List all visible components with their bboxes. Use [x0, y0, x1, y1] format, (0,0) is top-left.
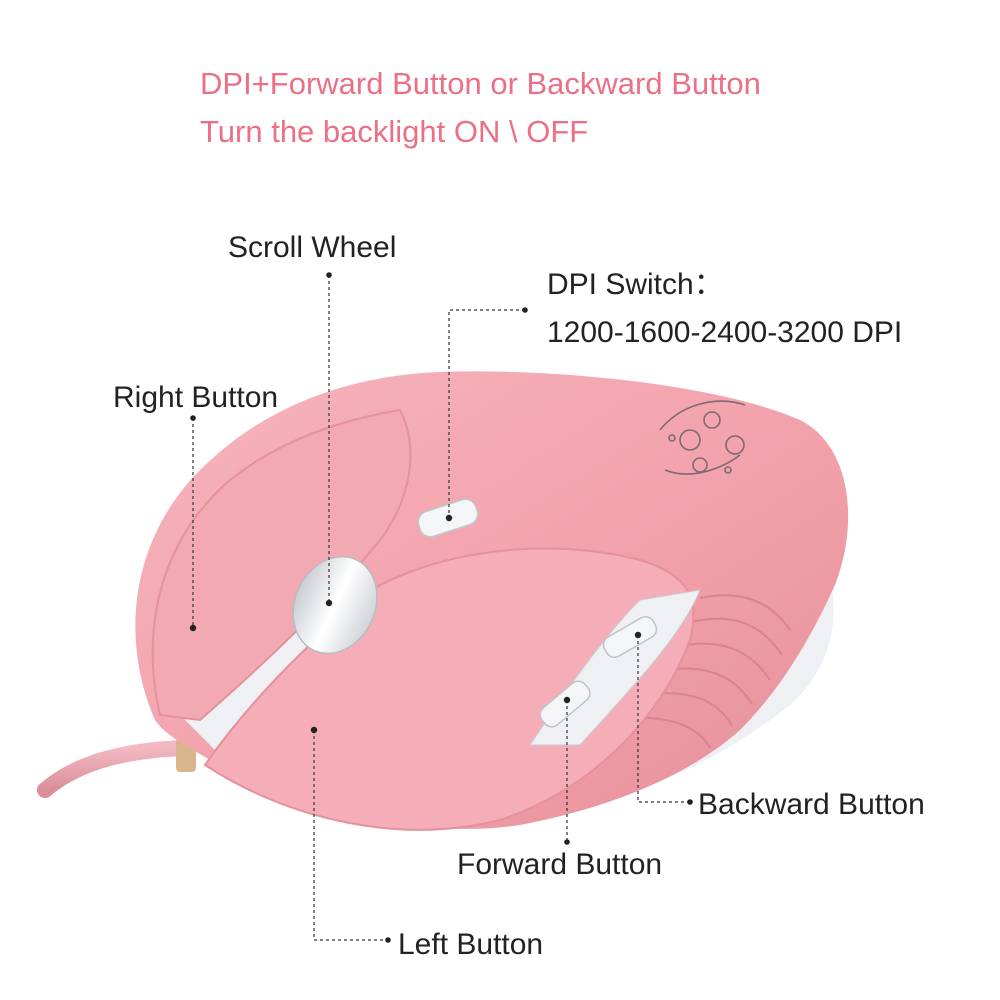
- label-backward-button: Backward Button: [698, 788, 925, 821]
- backward-side-button: [602, 616, 658, 658]
- dot-scroll-top: [326, 272, 332, 278]
- dot-backward-end: [687, 799, 693, 805]
- dot-right-top: [190, 415, 196, 421]
- leader-dpi-switch: [448, 309, 525, 515]
- dot-backward-top: [634, 631, 642, 639]
- dot-left-end: [385, 937, 391, 943]
- forward-side-button: [539, 680, 591, 728]
- dot-dpi-top: [522, 307, 528, 313]
- dot-forward-top: [563, 696, 571, 704]
- dot-left-top: [310, 726, 318, 734]
- label-right-button: Right Button: [113, 381, 279, 414]
- header-line-2: Turn the backlight ON \ OFF: [200, 114, 589, 149]
- label-left-button: Left Button: [398, 928, 544, 961]
- header-line-1: DPI+Forward Button or Backward Button: [200, 66, 761, 101]
- leader-left-button: [313, 730, 388, 941]
- label-forward-button: Forward Button: [457, 848, 663, 881]
- cable: [37, 740, 193, 798]
- label-dpi-switch-levels: 1200-1600-2400-3200 DPI: [547, 316, 903, 349]
- scroll-wheel: [292, 555, 378, 655]
- flower-decoration: [659, 400, 746, 475]
- dot-dpi-bottom: [445, 514, 453, 522]
- accent-strip: [180, 600, 330, 750]
- dot-forward-end: [564, 839, 570, 845]
- dot-right-bottom: [189, 624, 197, 632]
- label-scroll-wheel: Scroll Wheel: [228, 231, 397, 264]
- leader-backward-button: [637, 635, 690, 803]
- dot-scroll-bottom: [325, 599, 333, 607]
- label-dpi-switch-title: DPI Switch：: [547, 268, 724, 301]
